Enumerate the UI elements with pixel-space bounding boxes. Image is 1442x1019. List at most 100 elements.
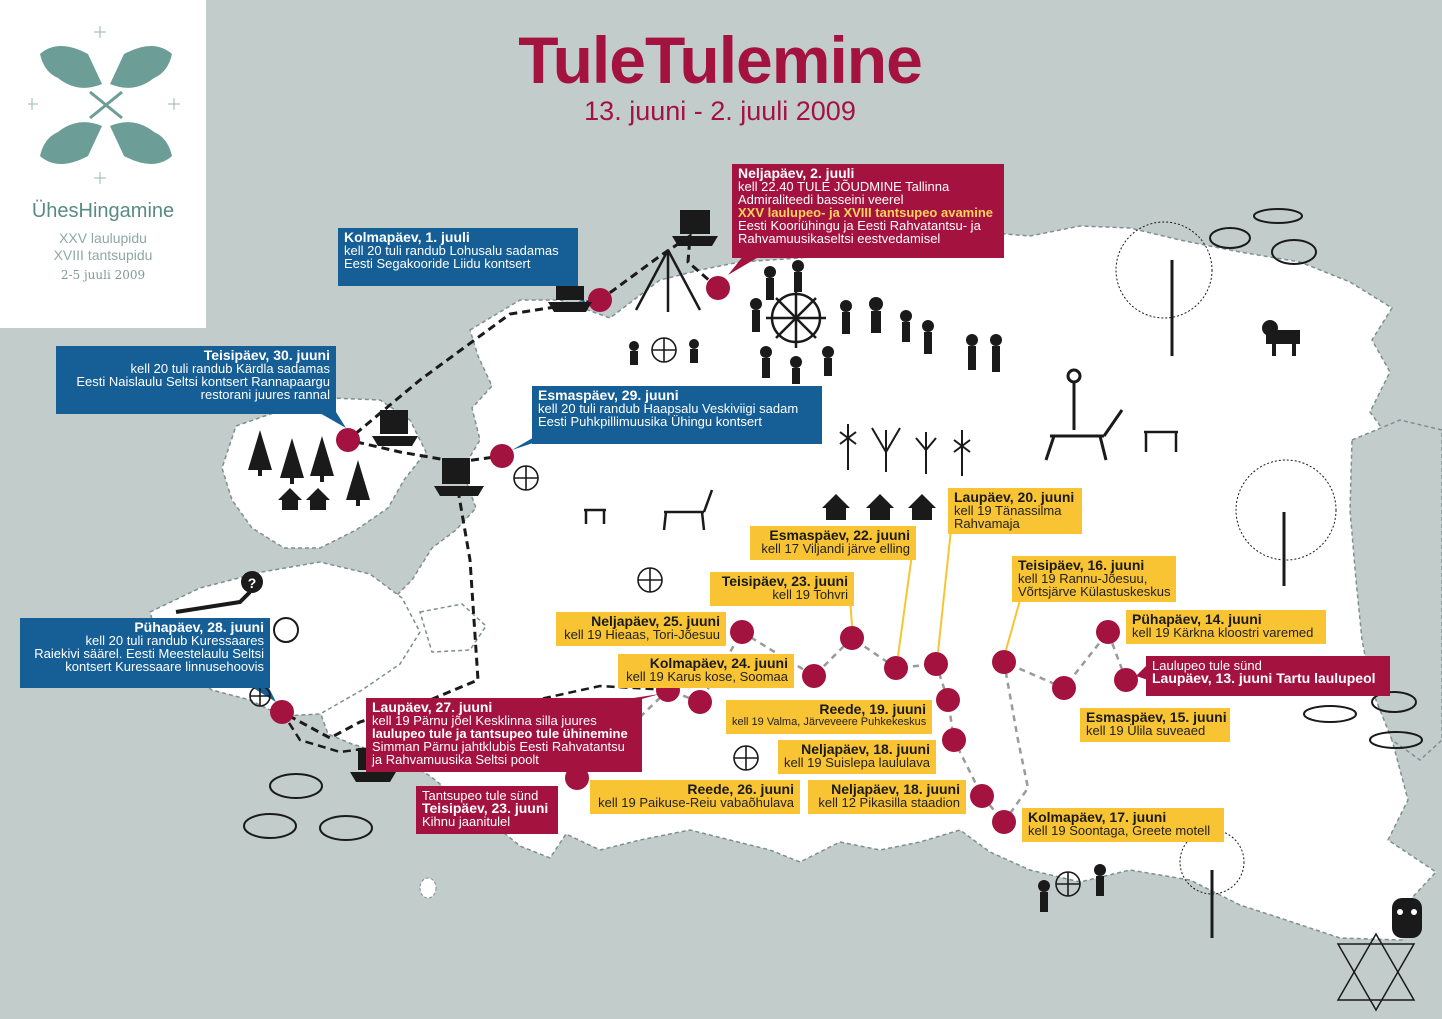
pine-trees-icon xyxy=(248,430,370,506)
event-line: Simman Pärnu jahtklubis Eesti Rahvatants… xyxy=(372,739,625,754)
marker-karkna xyxy=(1096,620,1120,644)
muhu-island xyxy=(419,603,487,653)
event-teisipaev-16-juuni: Teisipäev, 16. juuni kell 19 Rannu-Jõesu… xyxy=(1012,556,1176,602)
house-icons xyxy=(278,488,936,520)
owl-figure-icon xyxy=(1392,898,1422,938)
event-heading: Reede, 26. juuni xyxy=(687,781,794,797)
event-line: kell 12 Pikasilla staadion xyxy=(818,795,960,810)
event-line: Eesti Puhkpillimuusika Ühingu kontsert xyxy=(538,414,762,429)
event-esmaspaev-15-juuni: Esmaspäev, 15. juuni kell 19 Ülila suvea… xyxy=(1080,708,1230,742)
marker-valma xyxy=(936,688,960,712)
event-line: kell 19 Tohvri xyxy=(772,587,848,602)
pointer-tartu xyxy=(1136,664,1148,680)
event-tantsupeo-tule-synd: Tantsupeo tule sünd Teisipäev, 23. juuni… xyxy=(416,786,558,834)
event-line: Admiraliteedi basseini veerel xyxy=(738,192,904,207)
event-teisipaev-30-juuni: Teisipäev, 30. juuni kell 20 tuli randub… xyxy=(56,346,336,414)
marker-haapsalu xyxy=(490,444,514,468)
event-line: Kihnu jaanitulel xyxy=(422,814,511,829)
event-heading: Kolmapäev, 24. juuni xyxy=(649,655,788,671)
event-heading: Pühapäev, 28. juuni xyxy=(134,619,264,635)
event-neljapaev-25-juuni: Neljapäev, 25. juuni kell 19 Hieaas, Tor… xyxy=(556,612,726,646)
event-line: kell 19 Tänassilma xyxy=(954,503,1062,518)
route-sea-west xyxy=(281,489,480,740)
event-line: kell 19 Valma, Järveveere Puhkekeskus xyxy=(732,716,927,728)
event-teisipaev-23-juuni: Teisipäev, 23. juuni kell 19 Tohvri xyxy=(710,572,854,606)
page-subtitle: 13. juuni - 2. juuli 2009 xyxy=(584,96,856,126)
event-line: kell 20 tuli randub Haapsalu Veskiviigi … xyxy=(538,401,799,416)
event-heading: Teisipäev, 16. juuni xyxy=(1018,557,1145,573)
event-line: Võrtsjärve Külastuskeskus xyxy=(1018,584,1171,599)
event-heading: Esmaspäev, 15. juuni xyxy=(1086,709,1227,725)
event-heading: Neljapäev, 25. juuni xyxy=(591,613,720,629)
route-markers xyxy=(270,276,1138,834)
event-heading: Laupäev, 20. juuni xyxy=(954,489,1075,505)
logo-name: ÜhesHingamine xyxy=(31,200,175,222)
event-line: kell 20 tuli randub Kärdla sadamas xyxy=(130,361,330,376)
event-heading: Laupäev, 13. juuni Tartu laulupeol xyxy=(1152,670,1376,686)
cat-icon xyxy=(1262,320,1300,356)
event-line: kell 22.40 TULE JÕUDMINE Tallinna xyxy=(738,179,950,194)
deer-icon xyxy=(584,430,1178,531)
page-title: TuleTulemine xyxy=(518,23,923,97)
fish-icons xyxy=(243,208,1423,841)
event-line: kell 19 Soontaga, Greete motell xyxy=(1028,823,1211,838)
event-reede-19-juuni: Reede, 19. juuni kell 19 Valma, Järvevee… xyxy=(726,700,932,734)
event-laupaev-27-juuni: Laupäev, 27. juuni kell 19 Pärnu jõel Ke… xyxy=(366,698,642,772)
event-line: Eesti Naislaulu Seltsi kontsert Rannapaa… xyxy=(76,374,330,389)
event-heading: Laupäev, 27. juuni xyxy=(372,699,493,715)
cyclist-icon: ? xyxy=(175,571,299,643)
event-line: kontsert Kuressaare linnusehoovis xyxy=(65,659,264,674)
pointer-kardla xyxy=(318,412,346,428)
event-line: kell 19 Kärkna kloostri varemed xyxy=(1132,625,1314,640)
marker-hieaas xyxy=(730,620,754,644)
marker-paikuse xyxy=(688,690,712,714)
marker-pikasilla xyxy=(970,784,994,808)
marker-tanassilma xyxy=(924,652,948,676)
event-neljapaev-2-juuli: Neljapäev, 2. juuli kell 22.40 TULE JÕUD… xyxy=(732,164,1004,258)
dotted-tree-icons xyxy=(1115,221,1337,938)
event-line: kell 19 Pärnu jõel Kesklinna silla juure… xyxy=(372,713,597,728)
event-laulupeo-tule-synd: Laulupeo tule sünd Laupäev, 13. juuni Ta… xyxy=(1146,656,1390,696)
event-heading: Kolmapäev, 1. juuli xyxy=(344,229,470,245)
marker-kihnu xyxy=(565,766,589,790)
logo-line2: XVIII tantsupidu xyxy=(53,247,153,263)
kihnu-island xyxy=(419,877,437,899)
event-line: kell 19 Karus kose, Soomaa xyxy=(626,669,788,684)
event-line: kell 20 tuli randub Lohusalu sadamas xyxy=(344,243,559,258)
marker-viljandi xyxy=(884,656,908,680)
event-heading: Kolmapäev, 17. juuni xyxy=(1028,809,1167,825)
fire-cross-emblem-icon xyxy=(28,26,180,184)
pointer-rannu xyxy=(1005,599,1021,651)
event-line: restorani juures rannal xyxy=(200,387,330,402)
event-line: Tantsupeo tule sünd xyxy=(422,788,539,803)
logo-card: ÜhesHingamine XXV laulupidu XVIII tantsu… xyxy=(0,0,206,328)
sun-emblem-icon xyxy=(766,288,826,348)
event-heading: Esmaspäev, 29. juuni xyxy=(538,387,679,403)
star-ornament-icon xyxy=(1336,932,1416,1012)
marker-lohusalu xyxy=(588,288,612,312)
dancing-figures-icon xyxy=(629,260,1106,912)
small-sun-icons xyxy=(249,337,1081,897)
event-reede-26-juuni: Reede, 26. juuni kell 19 Paikuse-Reiu va… xyxy=(590,780,800,814)
event-esmaspaev-29-juuni: Esmaspäev, 29. juuni kell 20 tuli randub… xyxy=(532,386,822,444)
event-line: kell 17 Viljandi järve elling xyxy=(761,541,910,556)
event-line: kell 19 Rannu-Jõesuu, xyxy=(1018,571,1148,586)
event-neljapaev-18-juuni-suislepa: Neljapäev, 18. juuni kell 19 Suislepa la… xyxy=(778,740,936,774)
event-line: kell 19 Hieaas, Tori-Jõesuu xyxy=(564,627,720,642)
logo-line1: XXV laulupidu xyxy=(59,230,147,246)
event-neljapaev-18-juuni-pikasilla: Neljapäev, 18. juuni kell 12 Pikasilla s… xyxy=(808,780,966,814)
event-puhapaev-28-juuni: Pühapäev, 28. juuni kell 20 tuli randub … xyxy=(20,618,270,688)
ship-icon xyxy=(548,286,592,312)
ship-icon xyxy=(434,458,484,496)
pointer-tallinn xyxy=(728,255,762,275)
event-laupaev-20-juuni: Laupäev, 20. juuni kell 19 Tänassilma Ra… xyxy=(948,488,1082,534)
event-heading: Neljapäev, 2. juuli xyxy=(738,165,855,181)
marker-soontaga xyxy=(992,810,1016,834)
event-line: kell 19 Suislepa laululava xyxy=(784,755,930,770)
ship-icon xyxy=(672,210,718,246)
tripod-icon xyxy=(634,249,702,312)
marker-tohvri xyxy=(840,626,864,650)
event-line: XXV laulupeo- ja XVIII tantsupeo avamine xyxy=(738,205,994,220)
marker-tallinn xyxy=(706,276,730,300)
